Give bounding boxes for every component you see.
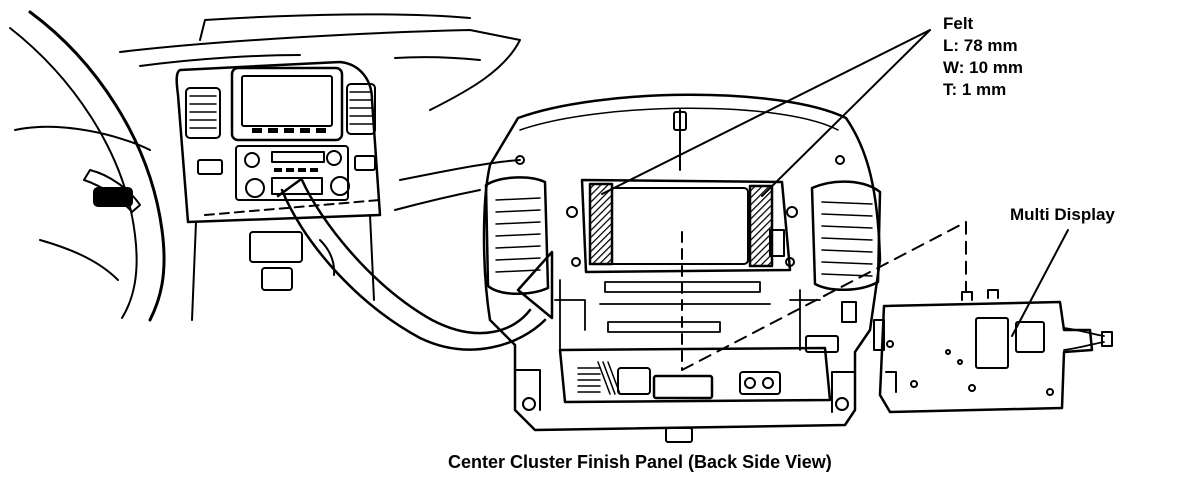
center-cluster-finish-panel: [482, 93, 882, 443]
felt-callout: Felt L: 78 mm W: 10 mm T: 1 mm: [943, 13, 1023, 101]
multi-display-label: Multi Display: [1010, 205, 1115, 224]
leader-lines: [601, 29, 1069, 337]
felt-length: L: 78 mm: [943, 36, 1018, 55]
felt-thickness: T: 1 mm: [943, 80, 1007, 99]
felt-width: W: 10 mm: [943, 58, 1023, 77]
diagram-caption: Center Cluster Finish Panel (Back Side V…: [448, 452, 832, 472]
multi-display-unit: [681, 221, 1113, 414]
dashboard-illustration: [9, 10, 521, 322]
felt-title: Felt: [943, 14, 974, 33]
